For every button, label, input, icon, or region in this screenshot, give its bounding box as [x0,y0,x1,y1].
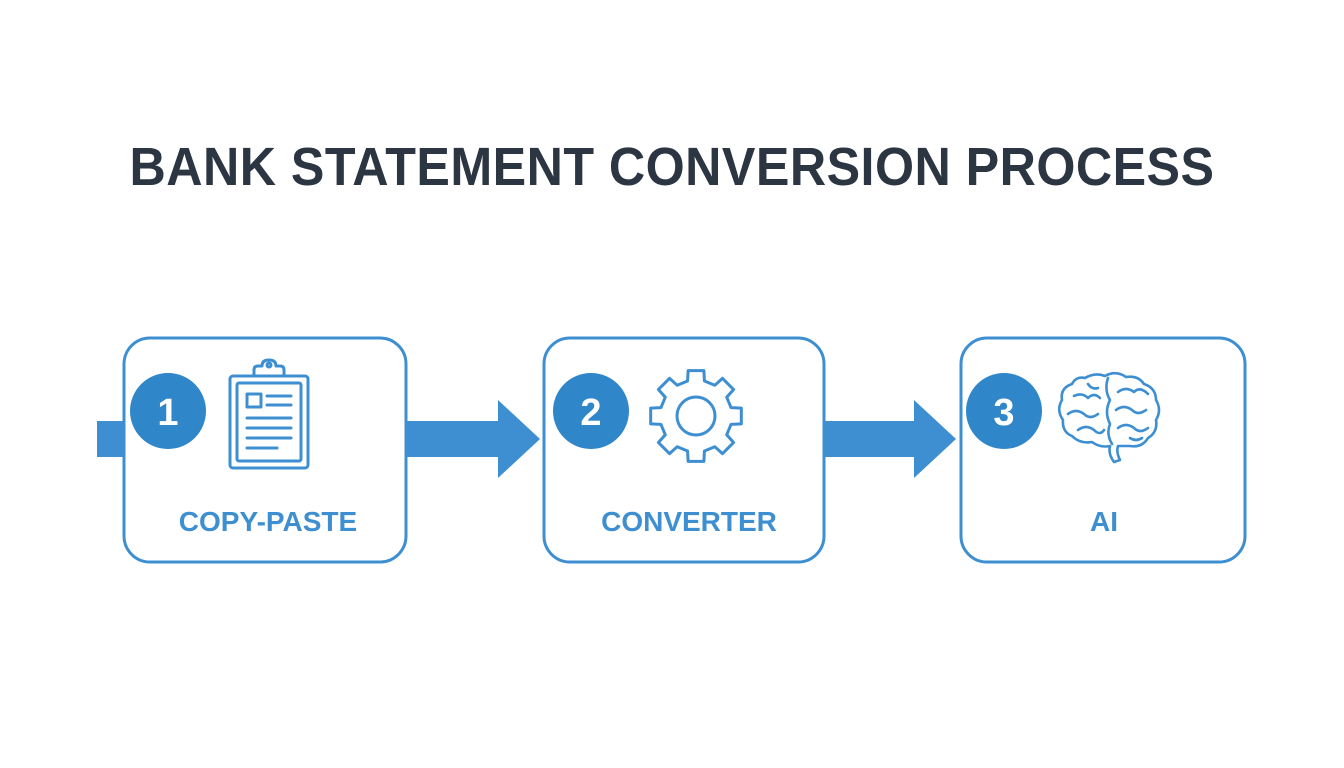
step-3-label: AI [1090,506,1118,537]
lead-in-arrow [97,421,125,457]
clipboard-icon [228,358,310,470]
step-1-badge [130,373,206,449]
step-1-label: COPY-PASTE [179,506,357,537]
step-1-number: 1 [157,392,178,434]
step-2-number: 2 [580,392,601,434]
page-title: BANK STATEMENT CONVERSION PROCESS [129,137,1215,197]
step-3-number: 3 [993,392,1014,434]
step-2-badge [553,373,629,449]
step-1: 1 COPY-PASTE [122,336,408,564]
gear-icon [649,369,743,463]
brain-icon [1057,371,1161,464]
flow-arrow-2 [823,400,956,478]
step-3-badge [966,373,1042,449]
step-2-label: CONVERTER [601,506,777,537]
flow-arrow-1 [405,400,540,478]
step-3: 3 AI [959,336,1247,564]
step-2: 2 CONVERTER [542,336,826,564]
